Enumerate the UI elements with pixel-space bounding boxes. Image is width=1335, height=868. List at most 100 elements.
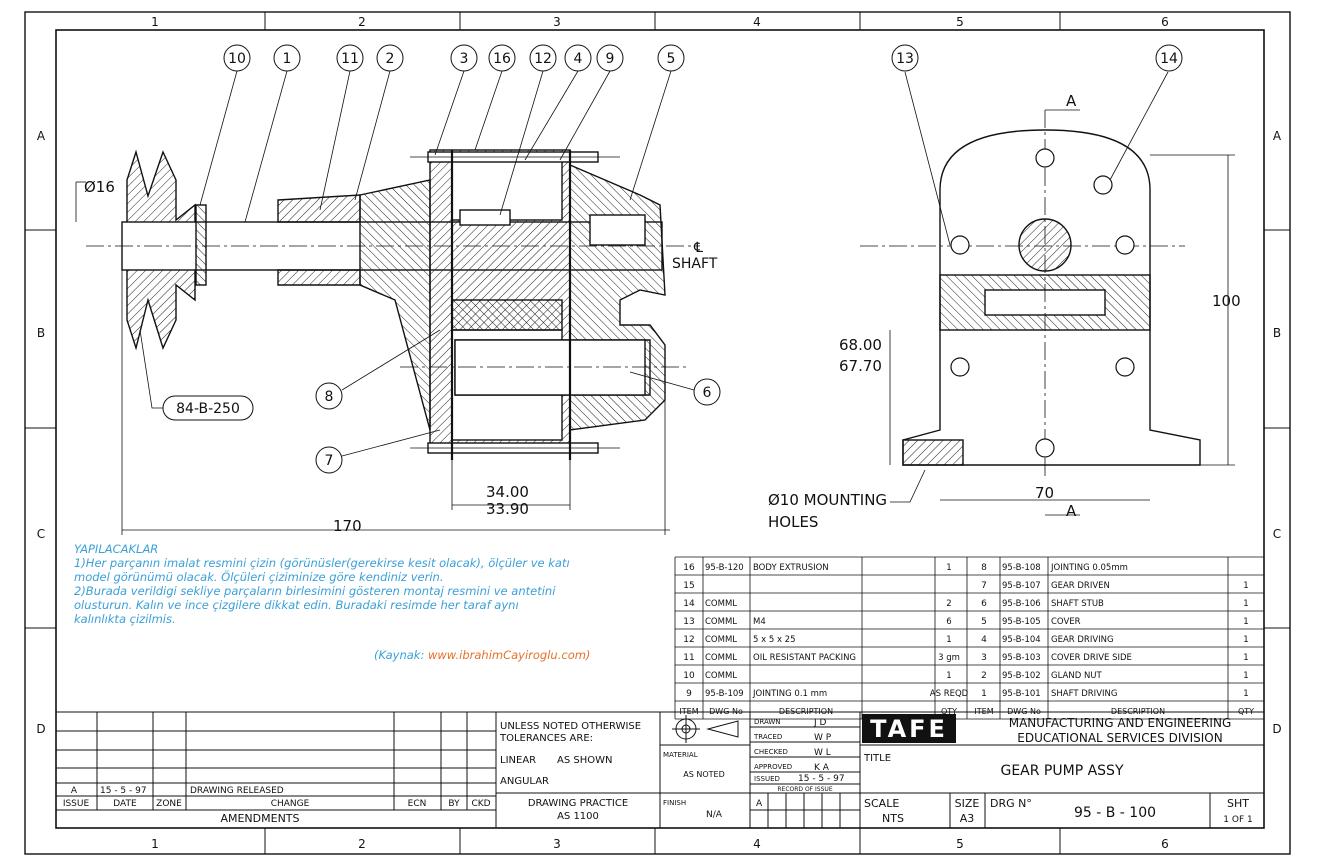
balloon-number: 10: [228, 51, 246, 67]
bom-cell: 8: [981, 563, 987, 573]
bom-cell: 95-B-104: [1002, 635, 1041, 645]
balloon-circle: [564, 44, 592, 72]
tafe-logo-text: TAFE: [870, 715, 948, 743]
balloon-circle: [273, 44, 301, 72]
bom-cell: 16: [683, 563, 695, 573]
tafe-logo: [862, 714, 956, 743]
bom-cell: GEAR DRIVEN: [1051, 581, 1110, 591]
ref-callout: 84-B-250: [176, 401, 240, 417]
scale-value: NTS: [882, 812, 904, 825]
bom-cell: JOINTING 0.1 mm: [752, 689, 827, 699]
drg-no-label: DRG N°: [990, 797, 1032, 810]
linear-label: LINEAR: [500, 755, 536, 766]
zone-row-b-right: B: [1273, 326, 1281, 340]
record-issue-a: A: [756, 799, 763, 809]
bom-cell: M4: [753, 617, 766, 627]
bom-cell: 95-B-101: [1002, 689, 1041, 699]
bom-cell: 1: [981, 689, 987, 699]
bom-cell: 1: [1243, 653, 1248, 663]
approved-value: K A: [814, 763, 830, 773]
task-notes: YAPILACAKLAR 1)Her parçanın imalat resmi…: [74, 542, 664, 626]
balloon-circle: [596, 44, 624, 72]
record-of-issue-label: RECORD OF ISSUE: [777, 786, 832, 793]
bom-cell: JOINTING 0.05mm: [1050, 563, 1128, 573]
leader-line: [199, 70, 238, 206]
sheet-value: 1 OF 1: [1223, 815, 1252, 825]
zone-col-4-bottom: 4: [753, 837, 761, 851]
end-view: [860, 110, 1201, 480]
bom-cell: 95-B-109: [705, 689, 744, 699]
projection-symbol-icon: [672, 715, 739, 743]
balloon-number: 9: [606, 51, 615, 67]
bom-cell: COMML: [705, 617, 737, 627]
holes-note-line2: HOLES: [768, 513, 818, 531]
section-marker-bottom: A: [1066, 502, 1077, 520]
bom-cell: 1: [946, 563, 951, 573]
drawing-title: GEAR PUMP ASSY: [1000, 763, 1123, 779]
amend-header-change: CHANGE: [271, 799, 310, 809]
balloon-7: 7: [325, 453, 334, 469]
bom-cell: SHAFT STUB: [1051, 599, 1104, 609]
zone-col-1-bottom: 1: [151, 837, 159, 851]
zone-row-c-right: C: [1273, 527, 1281, 541]
angular-label: ANGULAR: [500, 776, 549, 787]
balloon-8: 8: [325, 389, 334, 405]
shaft-label: SHAFT: [672, 256, 718, 272]
source-link[interactable]: www.ibrahimCayiroglu.com): [428, 648, 591, 662]
bom-cell: 95-B-107: [1002, 581, 1041, 591]
traced-value: W P: [814, 733, 832, 743]
balloon-number: 2: [386, 51, 395, 67]
finish-label: FINISH: [663, 799, 686, 807]
amendments-footer: AMENDMENTS: [220, 812, 299, 825]
notes-line3: 2)Burada verildigi sekliye parçaların bi…: [74, 584, 556, 598]
linear-value: AS SHOWN: [557, 755, 612, 766]
bom-cell: 1: [1243, 635, 1248, 645]
dim-34-lower: 33.90: [486, 500, 529, 518]
amend-change: DRAWING RELEASED: [190, 786, 284, 796]
bom-cell: AS REQD: [930, 689, 969, 699]
zone-col-3-bottom: 3: [553, 837, 561, 851]
leader-line: [244, 70, 288, 223]
zone-col-5-bottom: 5: [956, 837, 964, 851]
size-label: SIZE: [955, 797, 980, 810]
bom-cell: 1: [1243, 617, 1248, 627]
dim-68-lower: 67.70: [839, 357, 882, 375]
bom-cell: 2: [981, 671, 987, 681]
bom-cell: COMML: [705, 653, 737, 663]
bom-cell: 6: [981, 599, 987, 609]
balloon-circle: [529, 44, 557, 72]
bom-cell: 2: [946, 599, 951, 609]
bom-cell: 10: [683, 671, 695, 681]
dim-170: 170: [333, 517, 362, 535]
notes-heading: YAPILACAKLAR: [74, 542, 159, 556]
checked-value: W L: [814, 748, 831, 758]
notes-line1: 1)Her parçanın imalat resmini çizin (gör…: [74, 556, 570, 570]
amend-header-by: BY: [448, 799, 460, 809]
bom-cell: COMML: [705, 635, 737, 645]
shaft-centerline-symbol: ℄: [693, 240, 703, 256]
leader-line: [319, 70, 351, 211]
bom-cell: 7: [981, 581, 987, 591]
bom-cell: 1: [1243, 671, 1248, 681]
bom-cell: 1: [946, 671, 951, 681]
dim-70: 70: [1035, 484, 1054, 502]
bom-cell: COVER: [1051, 617, 1081, 627]
bom-cell: 1: [1243, 599, 1248, 609]
bom-cell: COVER DRIVE SIDE: [1051, 653, 1132, 663]
amend-header-ckd: CKD: [471, 799, 490, 809]
bom-cell: 1: [1243, 689, 1248, 699]
drg-no-value: 95 - B - 100: [1074, 805, 1156, 821]
zone-col-1: 1: [151, 15, 159, 29]
holes-note-line1: Ø10 MOUNTING: [768, 491, 887, 509]
balloon-circle: [450, 44, 478, 72]
leader-line: [474, 70, 503, 151]
source-label: (Kaynak:: [374, 648, 425, 662]
practice-line2: AS 1100: [557, 811, 599, 822]
zone-grid: [25, 12, 1290, 854]
zone-row-c: C: [37, 527, 45, 541]
material-value: AS NOTED: [683, 770, 724, 779]
balloon-number: 1: [283, 51, 292, 67]
tol-line1: UNLESS NOTED OTHERWISE: [500, 721, 641, 732]
